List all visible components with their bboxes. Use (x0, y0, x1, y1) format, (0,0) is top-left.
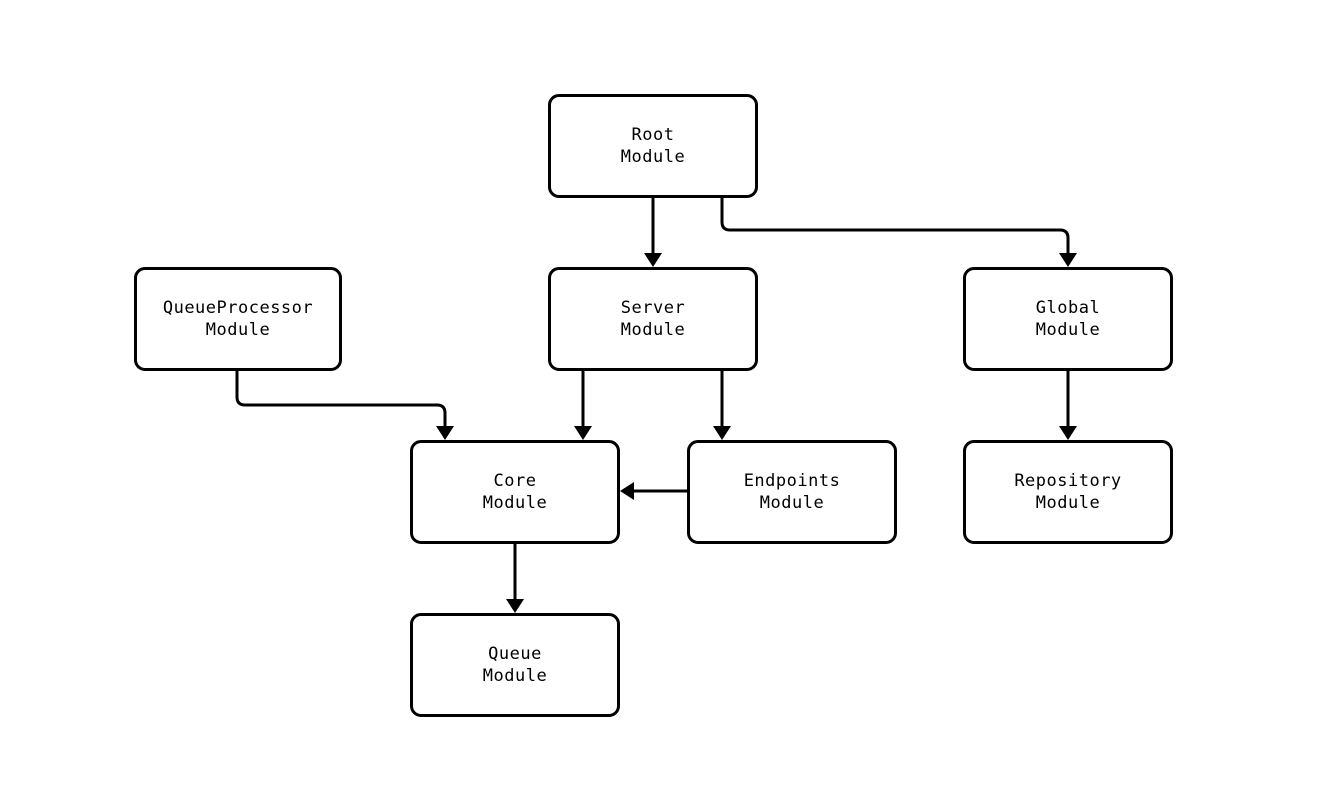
node-root-module-line2: Module (620, 147, 686, 167)
node-core-module-line2: Module (482, 493, 548, 513)
edge-core-to-queue (506, 544, 524, 613)
node-repository-module[interactable]: Repository Module (963, 440, 1173, 544)
node-queueprocessor-module-line1: QueueProcessor (162, 298, 314, 318)
node-queue-module[interactable]: Queue Module (410, 613, 620, 717)
node-global-module-line2: Module (1035, 320, 1101, 340)
arrowhead-endpoints-to-core (620, 482, 634, 500)
node-server-module-line1: Server (620, 298, 686, 318)
edge-server-to-endpoints (713, 371, 731, 440)
arrowhead-global-to-repository (1059, 426, 1077, 440)
node-endpoints-module-line1: Endpoints (743, 471, 841, 491)
node-global-module[interactable]: Global Module (963, 267, 1173, 371)
node-endpoints-module[interactable]: Endpoints Module (687, 440, 897, 544)
edge-global-to-repository (1059, 371, 1077, 440)
node-root-module-line1: Root (631, 125, 675, 145)
node-repository-module-line1: Repository (1014, 471, 1122, 491)
node-queueprocessor-module-line2: Module (205, 320, 271, 340)
arrowhead-server-to-endpoints (713, 426, 731, 440)
edge-root-to-server (644, 198, 662, 267)
arrowhead-server-to-core (574, 426, 592, 440)
edge-server-to-core (574, 371, 592, 440)
node-root-module[interactable]: Root Module (548, 94, 758, 198)
node-endpoints-module-line2: Module (759, 493, 825, 513)
edge-root-to-global (720, 198, 1077, 267)
node-queue-module-line1: Queue (488, 644, 542, 664)
node-queue-module-line2: Module (482, 666, 548, 686)
edge-queueprocessor-to-core (235, 371, 454, 440)
node-queueprocessor-module[interactable]: QueueProcessor Module (134, 267, 342, 371)
node-global-module-line1: Global (1035, 298, 1101, 318)
node-repository-module-line2: Module (1035, 493, 1101, 513)
edge-endpoints-to-core (620, 482, 687, 500)
node-server-module-line2: Module (620, 320, 686, 340)
node-core-module[interactable]: Core Module (410, 440, 620, 544)
arrowhead-root-to-global (1059, 253, 1077, 267)
arrowhead-queueprocessor-to-core (436, 426, 454, 440)
arrowhead-root-to-server (644, 253, 662, 267)
arrowhead-core-to-queue (506, 599, 524, 613)
node-core-module-line1: Core (493, 471, 537, 491)
node-server-module[interactable]: Server Module (548, 267, 758, 371)
